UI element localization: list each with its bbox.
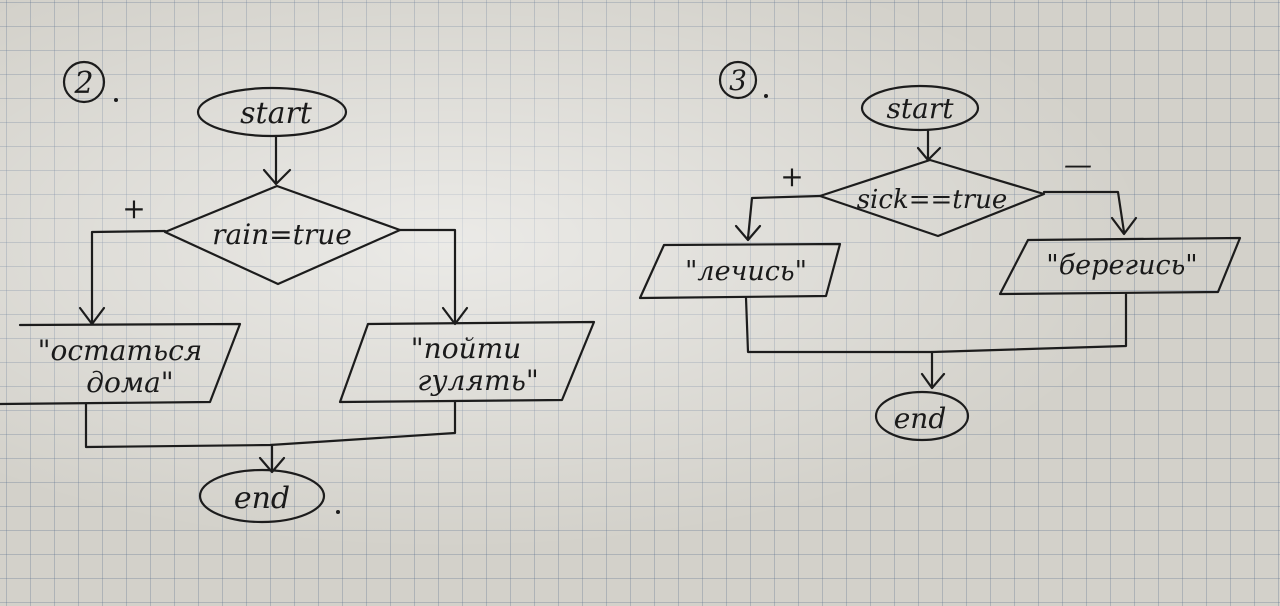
svg-text:3: 3 (729, 64, 747, 97)
svg-text:гулять": гулять" (417, 364, 538, 397)
arrow-yes-branch-2 (78, 229, 167, 326)
flowchart-2: 2 start rain=true + "остаться дома" (0, 60, 596, 524)
arrow-no-branch-3 (1042, 190, 1138, 236)
svg-text:end: end (894, 402, 947, 435)
svg-text:"пойти: "пойти (411, 332, 521, 365)
start-terminal-3: start (860, 84, 980, 132)
svg-text:sick==true: sick==true (857, 185, 1008, 215)
svg-text:"лечись": "лечись" (685, 256, 807, 287)
svg-text:2: 2 (73, 66, 93, 101)
arrow-start-to-decision-3 (916, 128, 942, 162)
output-go-walk: "пойти гулять" (338, 320, 596, 404)
arrow-yes-branch-3 (734, 194, 822, 242)
svg-text:end: end (234, 481, 290, 516)
output-stay-home: "остаться дома" (0, 322, 242, 406)
svg-text:start: start (887, 92, 955, 125)
diagram-number-2: 2 (62, 60, 118, 104)
arrow-no-branch-2 (398, 228, 469, 326)
svg-text:"остаться: "остаться (38, 334, 203, 367)
no-mark-3: — (1064, 148, 1092, 181)
svg-text:"берегись": "берегись" (1046, 250, 1197, 281)
decision-diamond-2: rain=true (163, 184, 402, 286)
end-terminal-3: end (874, 390, 970, 442)
arrow-start-to-decision-2 (262, 134, 292, 186)
svg-text:rain=true: rain=true (212, 218, 352, 251)
merge-lines-2 (84, 400, 457, 474)
yes-mark-3: + (780, 160, 803, 193)
end-terminal-2: end (198, 468, 340, 524)
merge-lines-3 (744, 292, 1128, 390)
start-terminal-2: start (196, 86, 348, 138)
svg-text:start: start (240, 96, 313, 131)
decision-diamond-3: sick==true (818, 158, 1046, 238)
yes-mark-2: + (122, 192, 145, 225)
output-take-cure: "лечись" (638, 242, 842, 300)
output-take-care: "берегись" (998, 236, 1242, 296)
diagram-number-3: 3 (718, 60, 768, 100)
svg-text:дома": дома" (86, 366, 173, 399)
flowchart-3: 3 start sick==true + — "лечись" (638, 60, 1242, 442)
